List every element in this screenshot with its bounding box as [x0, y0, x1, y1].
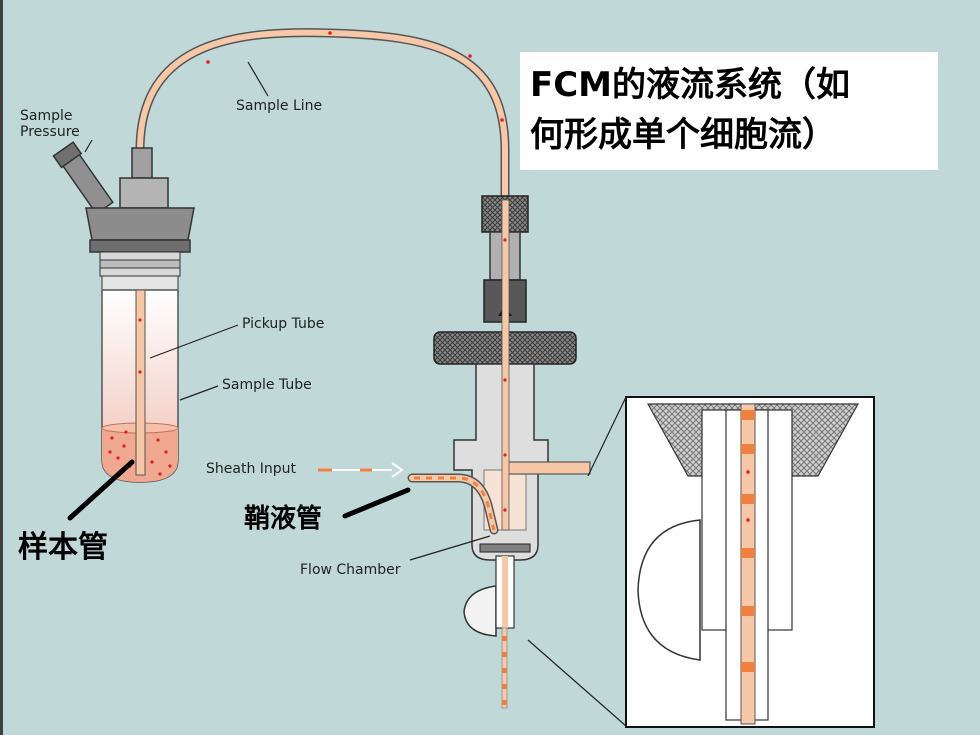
flow-chamber-assembly [433, 195, 591, 709]
sheath-input-tube [407, 473, 499, 535]
frame-edge [0, 0, 3, 735]
flow-chamber-label: Flow Chamber [300, 562, 401, 578]
sheath-input-arrow [318, 462, 404, 478]
sample-pressure-nozzle [52, 141, 114, 215]
sheath-input-label: Sheath Input [206, 461, 297, 477]
zoom-inset [625, 396, 875, 728]
inset-stream-segments [741, 410, 755, 672]
pickup-tube-label: Pickup Tube [242, 316, 325, 332]
sample-line-label: Sample Line [236, 98, 323, 114]
sample-tube-pointer [67, 459, 135, 521]
sample-tube-label: Sample Tube [222, 377, 312, 393]
title-box: FCM的液流系统（如 何形成单个细胞流） [520, 52, 938, 170]
sample-tube-annotation: 样本管 [18, 530, 108, 565]
sample-line-tube [135, 28, 510, 205]
sample-pressure-label: Sample Pressure [20, 108, 80, 140]
sample-cells [108, 318, 172, 476]
sheath-tube-annotation: 鞘液管 [244, 504, 323, 534]
stream-segments [502, 636, 507, 705]
leader-lines [84, 61, 627, 727]
title-line-1: FCM的液流系统（如 [530, 65, 851, 105]
sample-tube-assembly [52, 141, 195, 483]
sheath-tube-pointer [342, 487, 411, 519]
title-line-2: 何形成单个细胞流） [530, 115, 836, 155]
